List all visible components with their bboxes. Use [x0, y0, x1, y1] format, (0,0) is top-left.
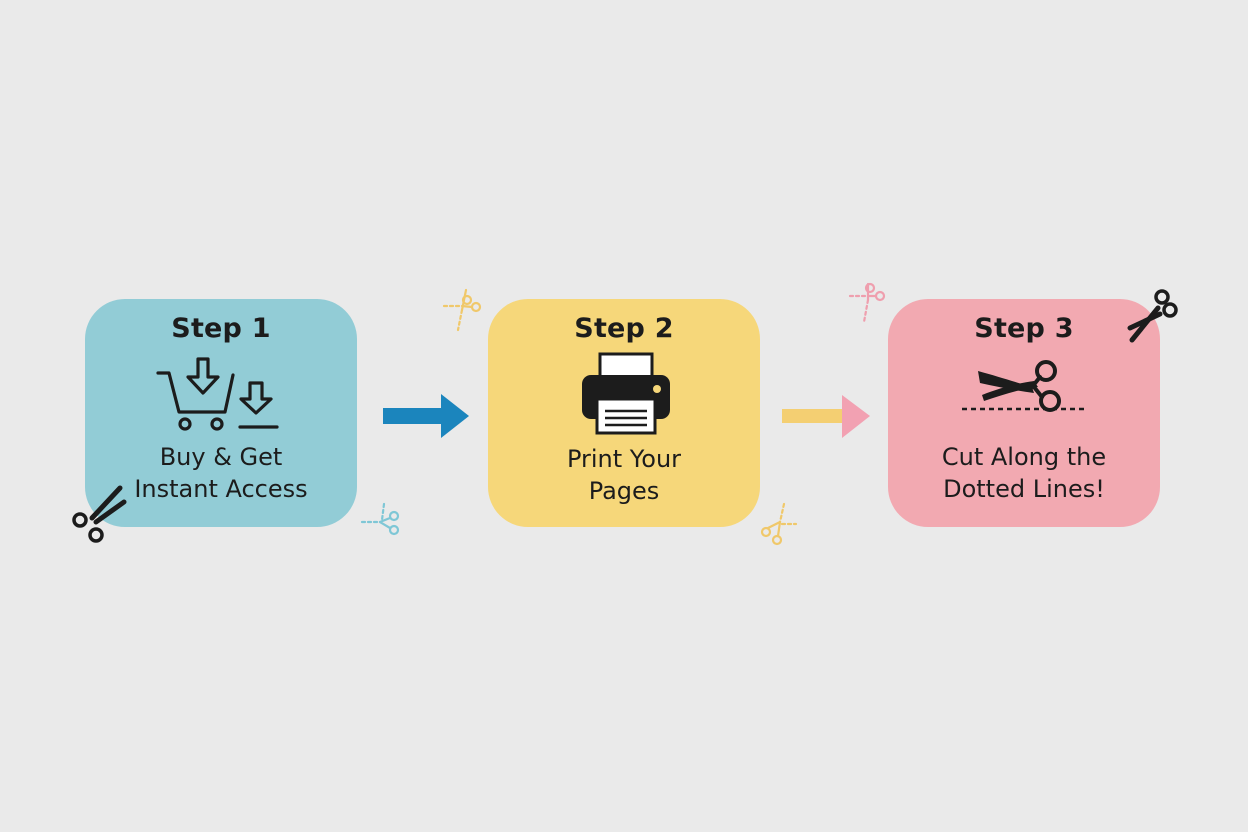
step-1-title: Step 1 [171, 313, 271, 344]
scissors-icon [760, 502, 798, 546]
step-2-caption-line-2: Pages [588, 477, 660, 505]
step-3-title: Step 3 [974, 313, 1074, 344]
step-2-caption-line-1: Print Your [566, 445, 682, 473]
step-2-title: Step 2 [574, 313, 674, 344]
printer-icon [582, 352, 670, 435]
step-1-card: Step 1 Buy & Get Instant Access [85, 299, 357, 527]
step-3-caption-line-2: Dotted Lines! [943, 475, 1105, 503]
scissors-icon [360, 502, 400, 536]
step-3-card: Step 3 Cut Along the Dotted Lines! [888, 299, 1160, 527]
scissors-cut-line-icon [962, 360, 1084, 412]
arrow-right-icon [383, 394, 469, 438]
step-2-caption: Print Your Pages [488, 443, 760, 507]
step-1-caption-line-1: Buy & Get [159, 443, 283, 471]
step-1-caption: Buy & Get Instant Access [85, 441, 357, 505]
step-3-caption: Cut Along the Dotted Lines! [888, 441, 1160, 505]
step-2-card: Step 2 Print Your Pages [488, 299, 760, 527]
scissors-icon [1127, 289, 1178, 343]
scissors-icon [848, 282, 886, 324]
step-1-caption-line-2: Instant Access [134, 475, 308, 503]
scissors-icon [442, 288, 482, 332]
step-3-caption-line-1: Cut Along the [941, 443, 1107, 471]
arrow-right-icon [782, 395, 870, 438]
cart-download-icon [156, 357, 279, 431]
scissors-icon [72, 485, 127, 543]
